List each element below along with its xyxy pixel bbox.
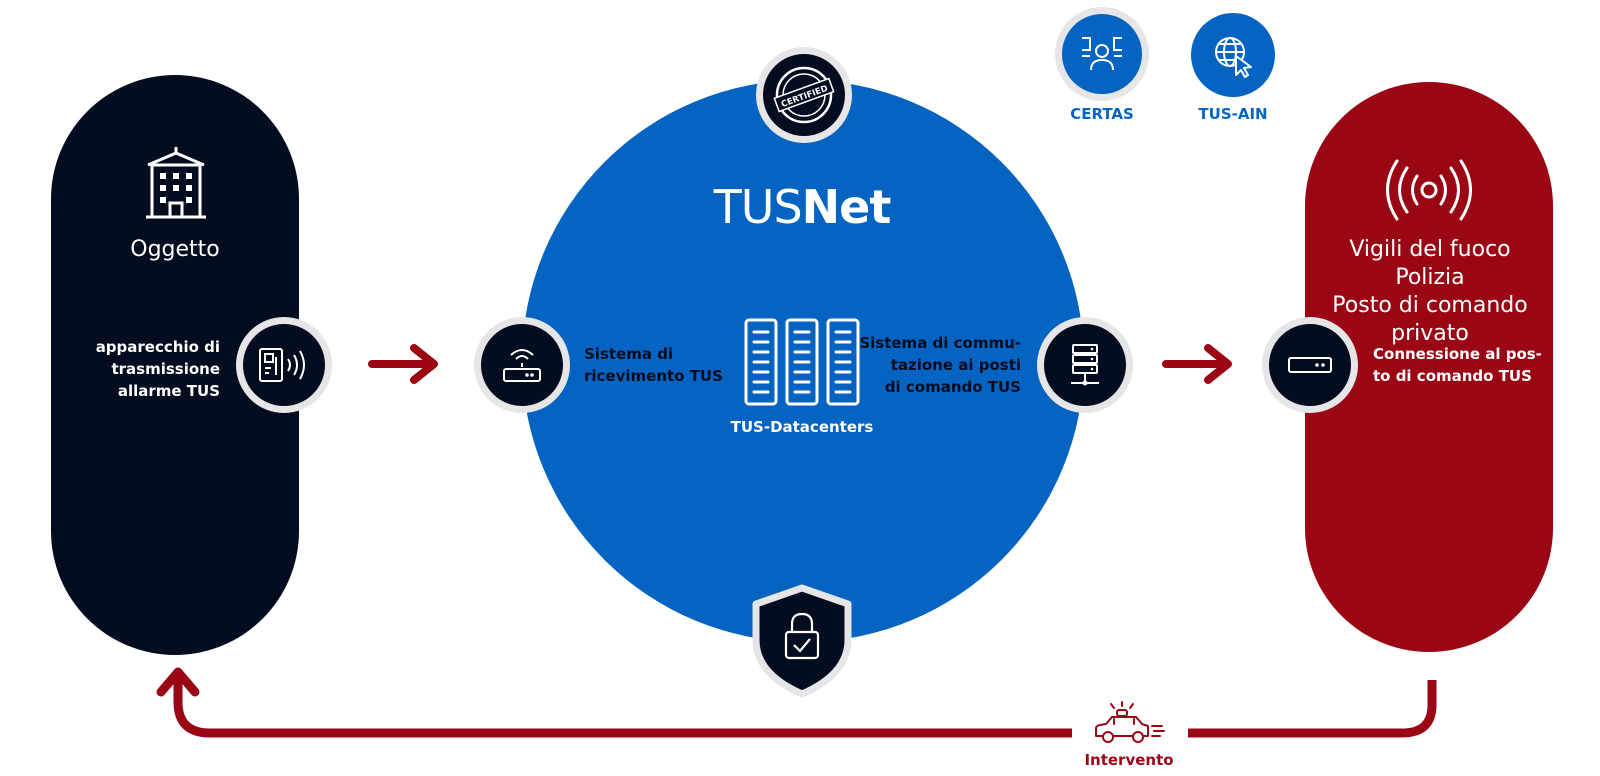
network-device-icon bbox=[1288, 357, 1332, 373]
server-network-icon bbox=[1071, 344, 1099, 386]
connection-node[interactable] bbox=[1262, 317, 1358, 413]
certified-badge-icon: CERTIFIED bbox=[773, 66, 835, 124]
private-command-post-text: Posto di comando privato bbox=[1332, 293, 1528, 346]
certified-node[interactable]: CERTIFIED bbox=[756, 47, 852, 143]
router-icon bbox=[503, 349, 541, 382]
tusnet-brand: TUSNet bbox=[702, 180, 902, 234]
arrow-right-icon bbox=[368, 344, 438, 384]
switching-label: Sistema di commu- tazione ai posti di co… bbox=[859, 334, 1021, 396]
receiver-node[interactable] bbox=[474, 317, 570, 413]
globe-cursor-icon bbox=[1215, 37, 1252, 78]
operator-monitor-icon bbox=[1082, 37, 1122, 71]
tusain-label: TUS-AIN bbox=[1198, 105, 1268, 123]
lock-icon bbox=[784, 612, 820, 660]
object-title: Oggetto bbox=[130, 237, 220, 262]
transmitter-label: apparecchio di trasmissione allarme TUS bbox=[95, 338, 220, 400]
building-icon bbox=[146, 147, 206, 219]
receiver-label: Sistema di ricevimento TUS bbox=[584, 345, 723, 385]
datacenter-label: TUS-Datacenters bbox=[730, 418, 874, 436]
tusnet-brand-bold: Net bbox=[801, 180, 892, 234]
fire-brigade-text: Vigili del fuoco bbox=[1349, 237, 1511, 262]
intervento-label: Intervento bbox=[1084, 751, 1174, 769]
emergency-services-title: Vigili del fuoco Polizia Posto di comand… bbox=[1290, 236, 1570, 348]
police-text: Polizia bbox=[1395, 265, 1465, 290]
alarm-transmitter-icon bbox=[259, 348, 305, 382]
transmitter-node[interactable] bbox=[236, 317, 332, 413]
arrow-right-icon bbox=[1162, 344, 1232, 384]
datacenter-servers-icon bbox=[744, 318, 860, 406]
certas-label: CERTAS bbox=[1070, 105, 1134, 123]
tusain-node[interactable] bbox=[1191, 13, 1275, 97]
switching-node[interactable] bbox=[1037, 317, 1133, 413]
broadcast-signal-icon bbox=[1386, 159, 1472, 221]
security-shield-node[interactable] bbox=[750, 584, 854, 698]
police-car-icon bbox=[1095, 701, 1165, 743]
tusnet-brand-light: TUS bbox=[713, 180, 803, 234]
connection-label: Connessione al pos- to di comando TUS bbox=[1373, 345, 1542, 385]
certas-node[interactable] bbox=[1055, 7, 1149, 101]
